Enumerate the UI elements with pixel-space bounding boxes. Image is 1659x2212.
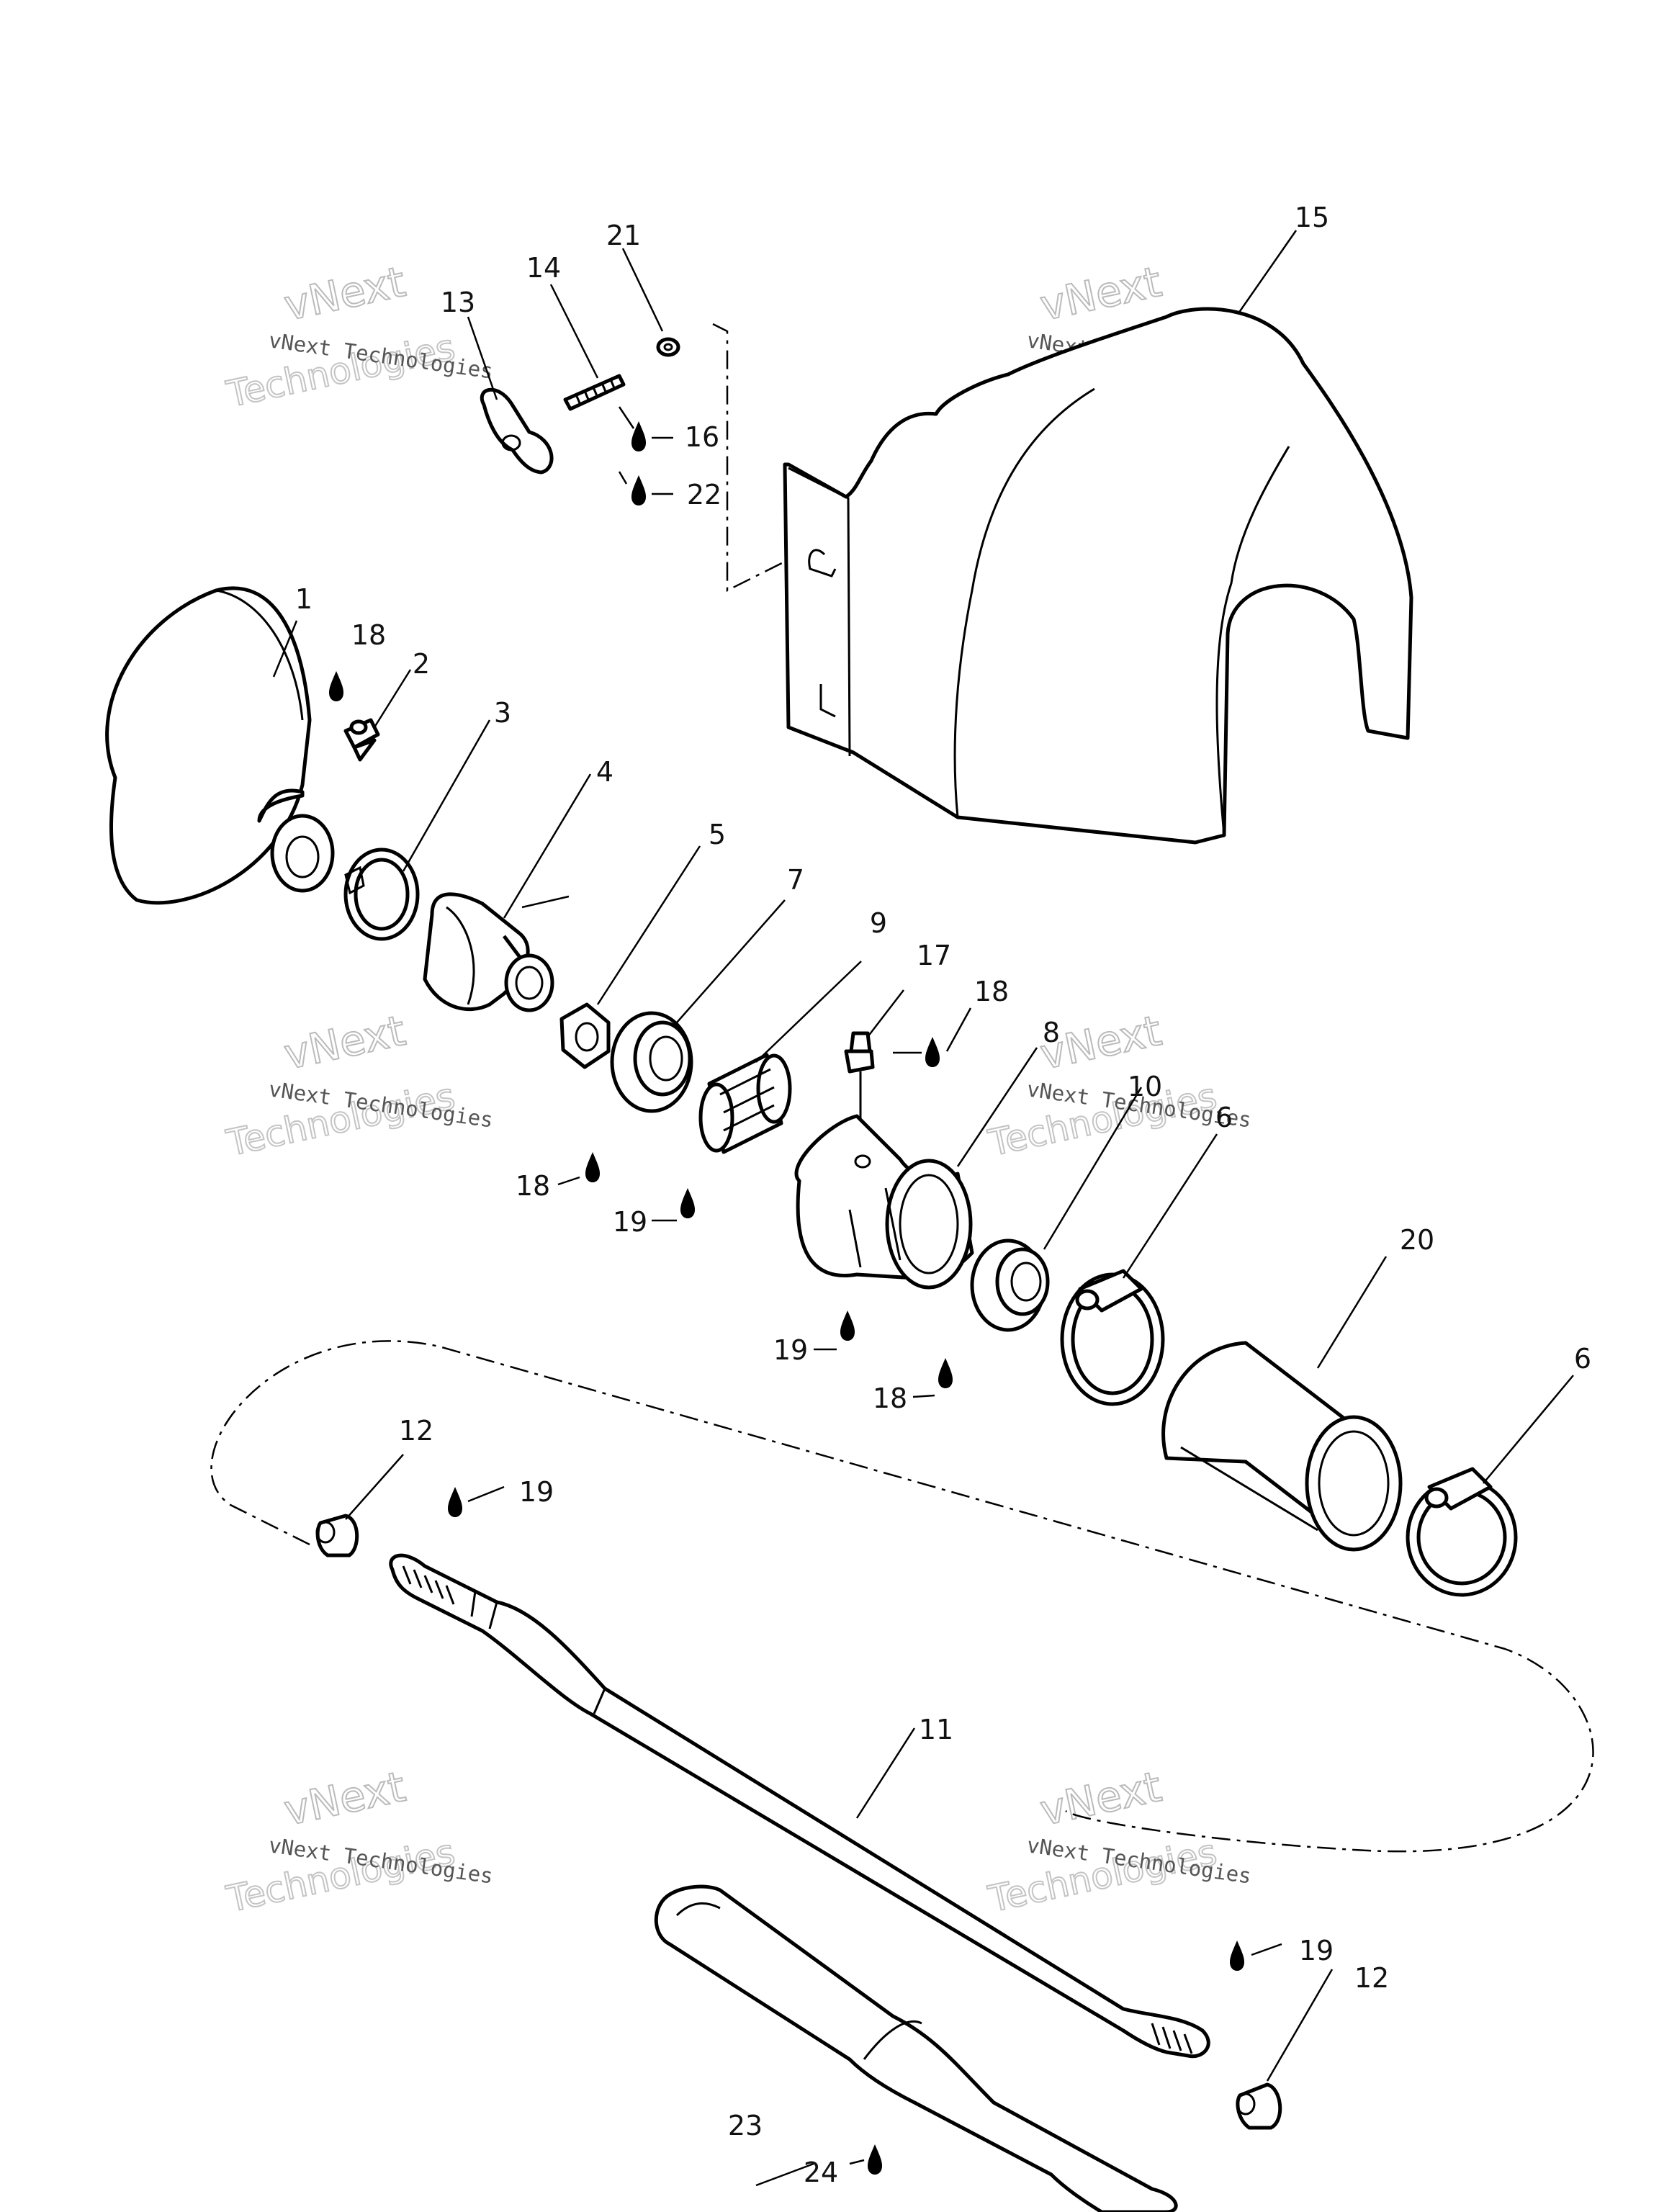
callout-18d: 18 bbox=[873, 1382, 907, 1414]
oil-drop-icon bbox=[448, 1487, 462, 1517]
part-11-drive-shaft bbox=[389, 1553, 1210, 2059]
oil-drop-icon bbox=[631, 421, 646, 451]
oil-drop-icon bbox=[680, 1188, 695, 1218]
part-4-bellows bbox=[423, 892, 554, 1012]
callout-12b: 12 bbox=[1354, 1962, 1389, 1994]
callout-18a: 18 bbox=[351, 619, 386, 651]
part-13-wing-nut bbox=[480, 387, 554, 475]
watermark-line1: vNext bbox=[280, 257, 410, 331]
oil-drop-icon bbox=[1230, 1941, 1244, 1971]
oil-drop-icon bbox=[938, 1358, 953, 1388]
oil-drop-icon bbox=[631, 475, 646, 505]
watermark-mid-left: vNext Technologies vNext Technologies bbox=[222, 1005, 495, 1165]
oil-drop-icon bbox=[925, 1037, 940, 1067]
callout-6b: 6 bbox=[1574, 1343, 1591, 1375]
callout-1: 1 bbox=[295, 583, 313, 615]
watermark-line1: vNext bbox=[280, 1762, 410, 1835]
part-1-knob bbox=[105, 586, 335, 905]
leader-lines bbox=[272, 230, 1574, 2187]
part-15-cover bbox=[783, 307, 1413, 845]
part-7-seal bbox=[610, 1011, 693, 1113]
callout-22: 22 bbox=[687, 479, 721, 511]
part-14-stud bbox=[563, 374, 626, 411]
callout-19b: 19 bbox=[773, 1334, 808, 1366]
callout-5: 5 bbox=[709, 819, 726, 850]
oil-drop-icon bbox=[585, 1152, 600, 1182]
watermark-line1: vNext bbox=[1036, 1762, 1166, 1835]
oil-drop-icon bbox=[840, 1310, 855, 1341]
oil-drop-icon bbox=[868, 2144, 882, 2175]
callout-6a: 6 bbox=[1215, 1102, 1233, 1133]
callout-3: 3 bbox=[494, 697, 511, 729]
callout-19d: 19 bbox=[1299, 1935, 1334, 1966]
callout-17: 17 bbox=[917, 940, 951, 971]
watermark-low-right: vNext Technologies vNext Technologies bbox=[984, 1761, 1253, 1921]
callout-18b: 18 bbox=[974, 976, 1009, 1007]
callout-numbers: 21 14 13 16 22 15 1 18 2 3 4 5 7 9 17 18… bbox=[295, 202, 1591, 2188]
part-6-hose-clamp-upper bbox=[1060, 1269, 1165, 1406]
part-5-nut bbox=[559, 1002, 611, 1069]
callout-20: 20 bbox=[1400, 1224, 1434, 1256]
part-2-grease-fitting bbox=[343, 718, 380, 762]
callout-9: 9 bbox=[870, 907, 887, 939]
oil-drop-icons bbox=[329, 421, 1282, 2175]
callout-4: 4 bbox=[596, 756, 613, 788]
callout-13: 13 bbox=[441, 287, 475, 318]
watermark-line1: vNext bbox=[1036, 257, 1166, 331]
callout-15: 15 bbox=[1295, 202, 1329, 233]
callout-18c: 18 bbox=[516, 1170, 550, 1202]
assembly-line-cover-screw bbox=[712, 323, 814, 593]
watermark-low-left: vNext Technologies vNext Technologies bbox=[222, 1761, 495, 1921]
part-21-washer bbox=[656, 337, 680, 357]
part-10-seal bbox=[970, 1238, 1050, 1332]
callout-12a: 12 bbox=[399, 1415, 433, 1447]
part-3-clamp bbox=[343, 848, 420, 941]
callout-21: 21 bbox=[606, 220, 641, 251]
watermark-line1: vNext bbox=[280, 1006, 410, 1079]
callout-14: 14 bbox=[526, 252, 561, 284]
assembly-line-driveshaft-loop bbox=[210, 1340, 1594, 1853]
callout-19a: 19 bbox=[613, 1206, 647, 1238]
part-17-grease-fitting bbox=[844, 1031, 875, 1123]
part-8-housing bbox=[794, 1114, 974, 1290]
callout-8: 8 bbox=[1043, 1017, 1060, 1048]
callout-19c: 19 bbox=[519, 1476, 554, 1508]
part-9-bearing bbox=[698, 1053, 792, 1154]
callout-11: 11 bbox=[919, 1714, 953, 1745]
part-23-tool bbox=[654, 1884, 1178, 2212]
callout-16: 16 bbox=[685, 421, 719, 453]
part-12-cap-lower bbox=[1236, 2082, 1282, 2130]
callout-7: 7 bbox=[787, 864, 804, 896]
part-20-hose bbox=[1161, 1341, 1403, 1552]
watermark-top-left: vNext Technologies vNext Technologies bbox=[222, 256, 495, 416]
part-6-hose-clamp-lower bbox=[1406, 1467, 1518, 1597]
callout-10: 10 bbox=[1128, 1071, 1162, 1102]
oil-drop-icon bbox=[329, 671, 343, 701]
callout-24: 24 bbox=[804, 2157, 838, 2188]
callout-2: 2 bbox=[413, 648, 430, 680]
part-12-cap-upper bbox=[315, 1514, 359, 1557]
callout-23: 23 bbox=[728, 2110, 763, 2141]
